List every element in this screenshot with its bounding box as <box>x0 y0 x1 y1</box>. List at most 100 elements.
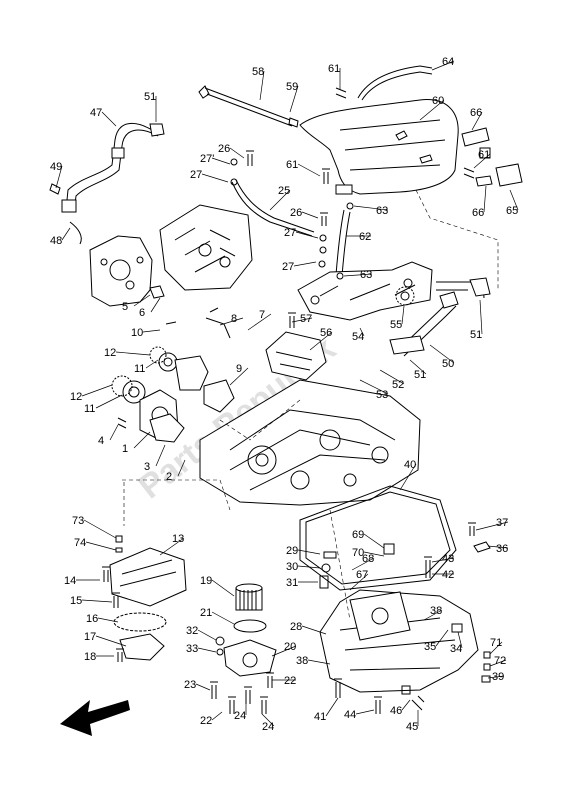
callout-label-68: 68 <box>362 553 374 565</box>
callout-label-20: 20 <box>284 641 296 653</box>
callout-label-21: 21 <box>200 607 212 619</box>
callout-leader-17 <box>95 635 127 647</box>
callout-leader-16 <box>97 617 119 623</box>
cylinder-head <box>159 204 253 291</box>
crankcase <box>199 379 421 506</box>
callout-label-12: 12 <box>70 391 82 403</box>
callout-leader-23 <box>195 683 211 691</box>
callout-label-22: 22 <box>200 715 212 727</box>
callout-leader-73 <box>83 519 117 539</box>
callout-label-34: 34 <box>450 643 462 655</box>
callout-label-63: 63 <box>376 205 388 217</box>
callout-label-53: 53 <box>376 389 388 401</box>
callout-label-27': 27' <box>200 153 214 165</box>
callout-label-47: 47 <box>90 107 102 119</box>
upper-bracket <box>297 261 433 321</box>
callout-label-42: 42 <box>442 569 454 581</box>
callout-leader-66 <box>471 111 483 131</box>
callout-leader-69 <box>363 533 385 549</box>
callout-leader-68 <box>351 557 375 571</box>
callout-leader-72 <box>489 659 507 667</box>
callout-leader-61 <box>473 153 491 169</box>
callout-leader-7 <box>247 313 272 331</box>
callout-label-43: 43 <box>442 553 454 565</box>
callout-label-63: 63 <box>360 269 372 281</box>
callout-label-10: 10 <box>131 327 143 339</box>
callout-leader-25 <box>269 189 291 211</box>
callout-leader-43 <box>431 557 455 563</box>
callout-label-29: 29 <box>286 545 298 557</box>
callout-leader-13 <box>159 537 185 556</box>
callout-label-65: 65 <box>506 205 518 217</box>
callout-label-55: 55 <box>390 319 402 331</box>
callout-label-67: 67 <box>356 569 368 581</box>
callout-label-45: 45 <box>406 721 418 733</box>
callout-leader-53 <box>359 379 389 395</box>
callout-leader-2 <box>177 459 186 477</box>
callout-label-57: 57 <box>300 313 312 325</box>
callout-leader-12 <box>81 384 113 397</box>
callout-leader-41 <box>325 697 339 717</box>
callout-leader-26 <box>301 211 319 219</box>
callout-leader-12 <box>115 351 151 356</box>
callout-label-61: 61 <box>286 159 298 171</box>
callout-label-38: 38 <box>430 605 442 617</box>
callout-label-12: 12 <box>104 347 116 359</box>
callout-leader-71 <box>489 641 503 655</box>
callout-leader-64 <box>431 60 455 71</box>
callout-label-24: 24 <box>262 721 274 733</box>
left-cover <box>89 235 153 307</box>
callout-label-58: 58 <box>252 66 264 78</box>
callout-label-26: 26 <box>290 207 302 219</box>
callout-label-27: 27 <box>282 261 294 273</box>
callout-leader-34 <box>457 631 463 649</box>
callout-label-26: 26 <box>218 143 230 155</box>
callout-label-18: 18 <box>84 651 96 663</box>
callout-leader-63 <box>353 205 389 211</box>
callout-label-24: 24 <box>234 710 246 722</box>
callout-leader-30 <box>297 565 321 569</box>
strainer-cover <box>109 547 187 607</box>
callout-label-51: 51 <box>470 329 482 341</box>
callout-leader-65 <box>509 189 519 211</box>
callout-leader-44 <box>355 709 375 715</box>
callout-leader-54 <box>359 327 365 337</box>
callout-label-27: 27 <box>284 227 296 239</box>
callout-label-32: 32 <box>186 625 198 637</box>
callout-leader-61 <box>297 163 321 177</box>
callout-label-25: 25 <box>278 185 290 197</box>
callout-label-39: 39 <box>492 671 504 683</box>
callout-label-61: 61 <box>328 63 340 75</box>
callout-label-59: 59 <box>286 81 298 93</box>
callout-label-7: 7 <box>259 309 265 321</box>
callout-leader-10 <box>142 329 161 333</box>
callout-label-14: 14 <box>64 575 76 587</box>
callout-label-36: 36 <box>496 543 508 555</box>
callout-label-6: 6 <box>139 307 145 319</box>
callout-label-66: 66 <box>472 207 484 219</box>
callout-leader-57 <box>291 317 313 323</box>
callout-leader-74 <box>85 541 117 551</box>
callout-label-51: 51 <box>144 91 156 103</box>
callout-label-28: 28 <box>290 621 302 633</box>
callout-label-54: 54 <box>352 331 364 343</box>
callout-leader-50 <box>429 344 455 364</box>
callout-leader-21 <box>211 611 235 625</box>
callout-leader-27 <box>201 173 229 183</box>
callout-label-50: 50 <box>442 358 454 370</box>
callout-leader-27' <box>211 157 231 165</box>
callout-leader-28 <box>301 625 327 635</box>
callout-leader-22 <box>211 711 223 721</box>
callout-label-3: 3 <box>144 461 150 473</box>
callout-label-9: 9 <box>236 363 242 375</box>
callout-label-13: 13 <box>172 533 184 545</box>
callout-leader-70 <box>363 551 385 557</box>
callout-label-66: 66 <box>470 107 482 119</box>
callout-label-69: 69 <box>352 529 364 541</box>
callout-label-35: 35 <box>424 641 436 653</box>
callout-label-16: 16 <box>86 613 98 625</box>
callout-label-49: 49 <box>50 161 62 173</box>
